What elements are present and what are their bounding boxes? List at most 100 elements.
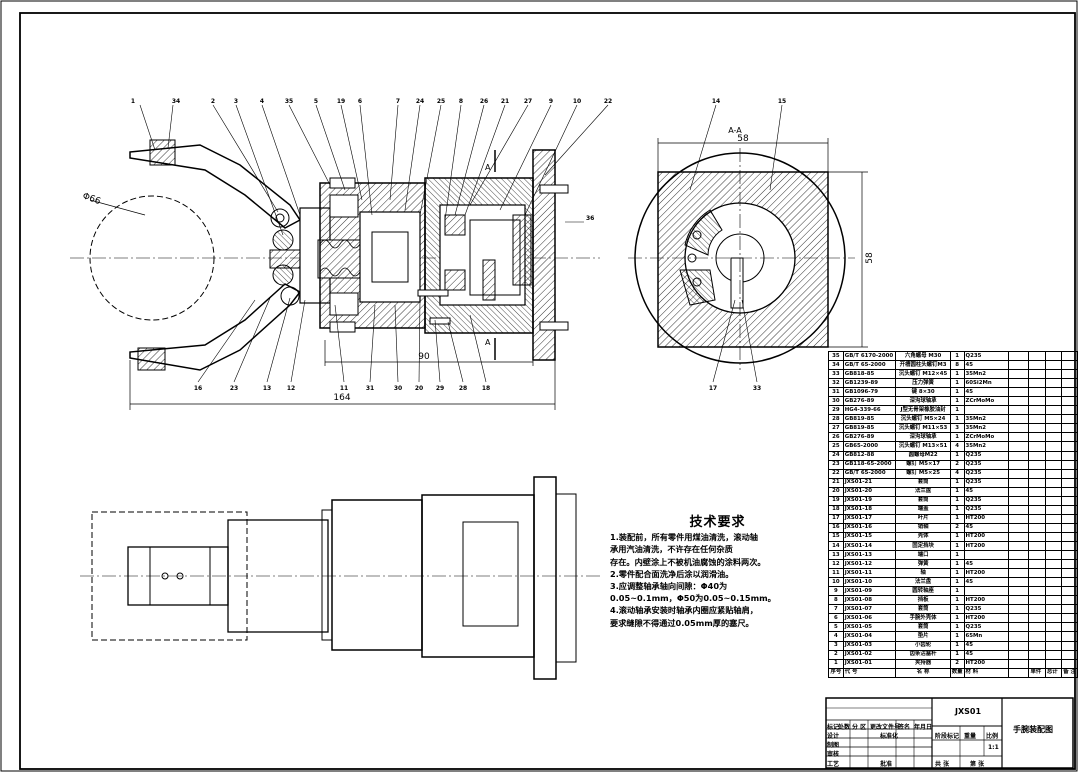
bom-cell: [1044, 459, 1063, 470]
part-label: 18: [482, 385, 490, 392]
bom-cell: 1: [949, 622, 965, 633]
bom-cell: 65Mn: [963, 631, 1009, 642]
bom-cell: [1061, 486, 1078, 497]
drawing-title: 手腕装配图: [1013, 725, 1053, 734]
bom-cell: [1061, 450, 1078, 461]
bom-cell: 总计: [1044, 667, 1063, 678]
bom-cell: JXS01-10: [842, 577, 897, 588]
bom-cell: [1007, 540, 1030, 552]
bom-cell: 1: [949, 613, 965, 624]
bom-cell: JXS01-16: [842, 522, 897, 533]
bom-cell: [1028, 441, 1046, 452]
section-arrow-a-bottom: A: [485, 338, 491, 347]
part-label: 23: [230, 385, 238, 392]
part-label: 14: [712, 98, 720, 105]
bom-cell: 4: [828, 631, 844, 642]
bom-cell: GB276-89: [842, 396, 897, 407]
bom-cell: 1: [949, 396, 965, 407]
bom-cell: [1044, 378, 1063, 389]
part-label: 31: [366, 385, 374, 392]
bom-cell: 材 料: [963, 667, 1009, 678]
bom-cell: ZCrMoMo: [963, 396, 1009, 407]
part-labels-top: 1 34 2 3 4 35 5 19 6 7 24 25 8 26 21 27 …: [131, 98, 612, 105]
bom-cell: JXS01-12: [842, 559, 897, 570]
bom-cell: [1061, 586, 1078, 597]
bom-cell: 1: [949, 387, 965, 398]
bom-cell: JXS01-07: [842, 604, 897, 615]
bom-cell: 1: [949, 649, 965, 660]
bom-cell: 45: [963, 577, 1009, 588]
bom-cell: [1007, 360, 1030, 371]
tech-line: 2.零件配合面洗净后涂以润滑油。: [610, 568, 734, 579]
bom-cell: [1061, 432, 1078, 443]
part-label: 33: [753, 385, 761, 392]
dim-164: 164: [333, 393, 350, 403]
bom-cell: 32: [828, 378, 844, 389]
bom-cell: [1007, 522, 1030, 533]
bom-cell: [1061, 550, 1078, 561]
bom-cell: [1061, 468, 1078, 479]
bom-cell: JXS01-18: [842, 504, 897, 515]
bom-cell: [1028, 550, 1046, 561]
bom-cell: 端口: [895, 550, 951, 561]
bom-cell: [1028, 568, 1046, 579]
bom-cell: 备 注: [1061, 667, 1078, 678]
bom-cell: [1007, 468, 1030, 479]
bom-cell: [1028, 504, 1046, 515]
part-label: 29: [436, 385, 444, 392]
bom-cell: 沉头螺钉 M11×53: [895, 423, 951, 434]
bom-cell: JXS01-06: [842, 613, 897, 624]
bom-cell: 齿条活塞杆: [895, 649, 951, 660]
label-stage: 阶段标记: [935, 733, 960, 740]
bom-cell: [1028, 405, 1046, 416]
bom-cell: [963, 550, 1009, 561]
bom-cell: [1007, 378, 1030, 389]
bom-row: 序号代 号名 称数量材 料单件总计备 注: [828, 667, 1078, 678]
part-label: 27: [524, 98, 532, 105]
section-a-a-view: [628, 104, 868, 383]
bom-cell: 销轴: [895, 522, 951, 533]
bom-cell: 35Mn2: [963, 441, 1009, 452]
main-section-view: [70, 104, 609, 410]
label-sign: 签名: [898, 724, 911, 731]
dim-58-vertical: 58: [865, 252, 875, 264]
bom-cell: [1044, 604, 1063, 615]
bom-cell: [1044, 504, 1063, 515]
bom-cell: 1: [949, 450, 965, 461]
bom-cell: 法兰盘: [895, 486, 951, 497]
dim-58-horizontal: 58: [737, 134, 749, 144]
bom-cell: JXS01-19: [842, 495, 897, 506]
label-ratio: 比例: [986, 733, 999, 740]
bom-cell: [1061, 495, 1078, 506]
bom-cell: JXS01-15: [842, 531, 897, 542]
bom-cell: 套筒: [895, 622, 951, 633]
bom-cell: 螺钉 M5×25: [895, 468, 951, 479]
bom-cell: [1028, 540, 1046, 552]
tech-line: 承用汽油清洗，不许存在任何杂质: [610, 544, 733, 555]
bom-cell: [1044, 586, 1063, 597]
bom-cell: [1007, 432, 1030, 443]
bom-cell: 1: [949, 513, 965, 524]
bom-cell: 35Mn2: [963, 423, 1009, 434]
bom-cell: [1007, 640, 1030, 651]
label-proc: 工艺: [827, 761, 840, 768]
bom-cell: [1028, 649, 1046, 660]
bom-cell: [1028, 414, 1046, 425]
bom-cell: ZCrMoMo: [963, 432, 1009, 443]
part-label: 24: [416, 98, 424, 105]
bom-cell: 挡板: [895, 595, 951, 606]
bom-cell: [1007, 586, 1030, 597]
bom-cell: Q235: [963, 468, 1009, 479]
bom-cell: 套筒: [895, 495, 951, 506]
bom-cell: 17: [828, 513, 844, 524]
bom-cell: 35Mn2: [963, 414, 1009, 425]
